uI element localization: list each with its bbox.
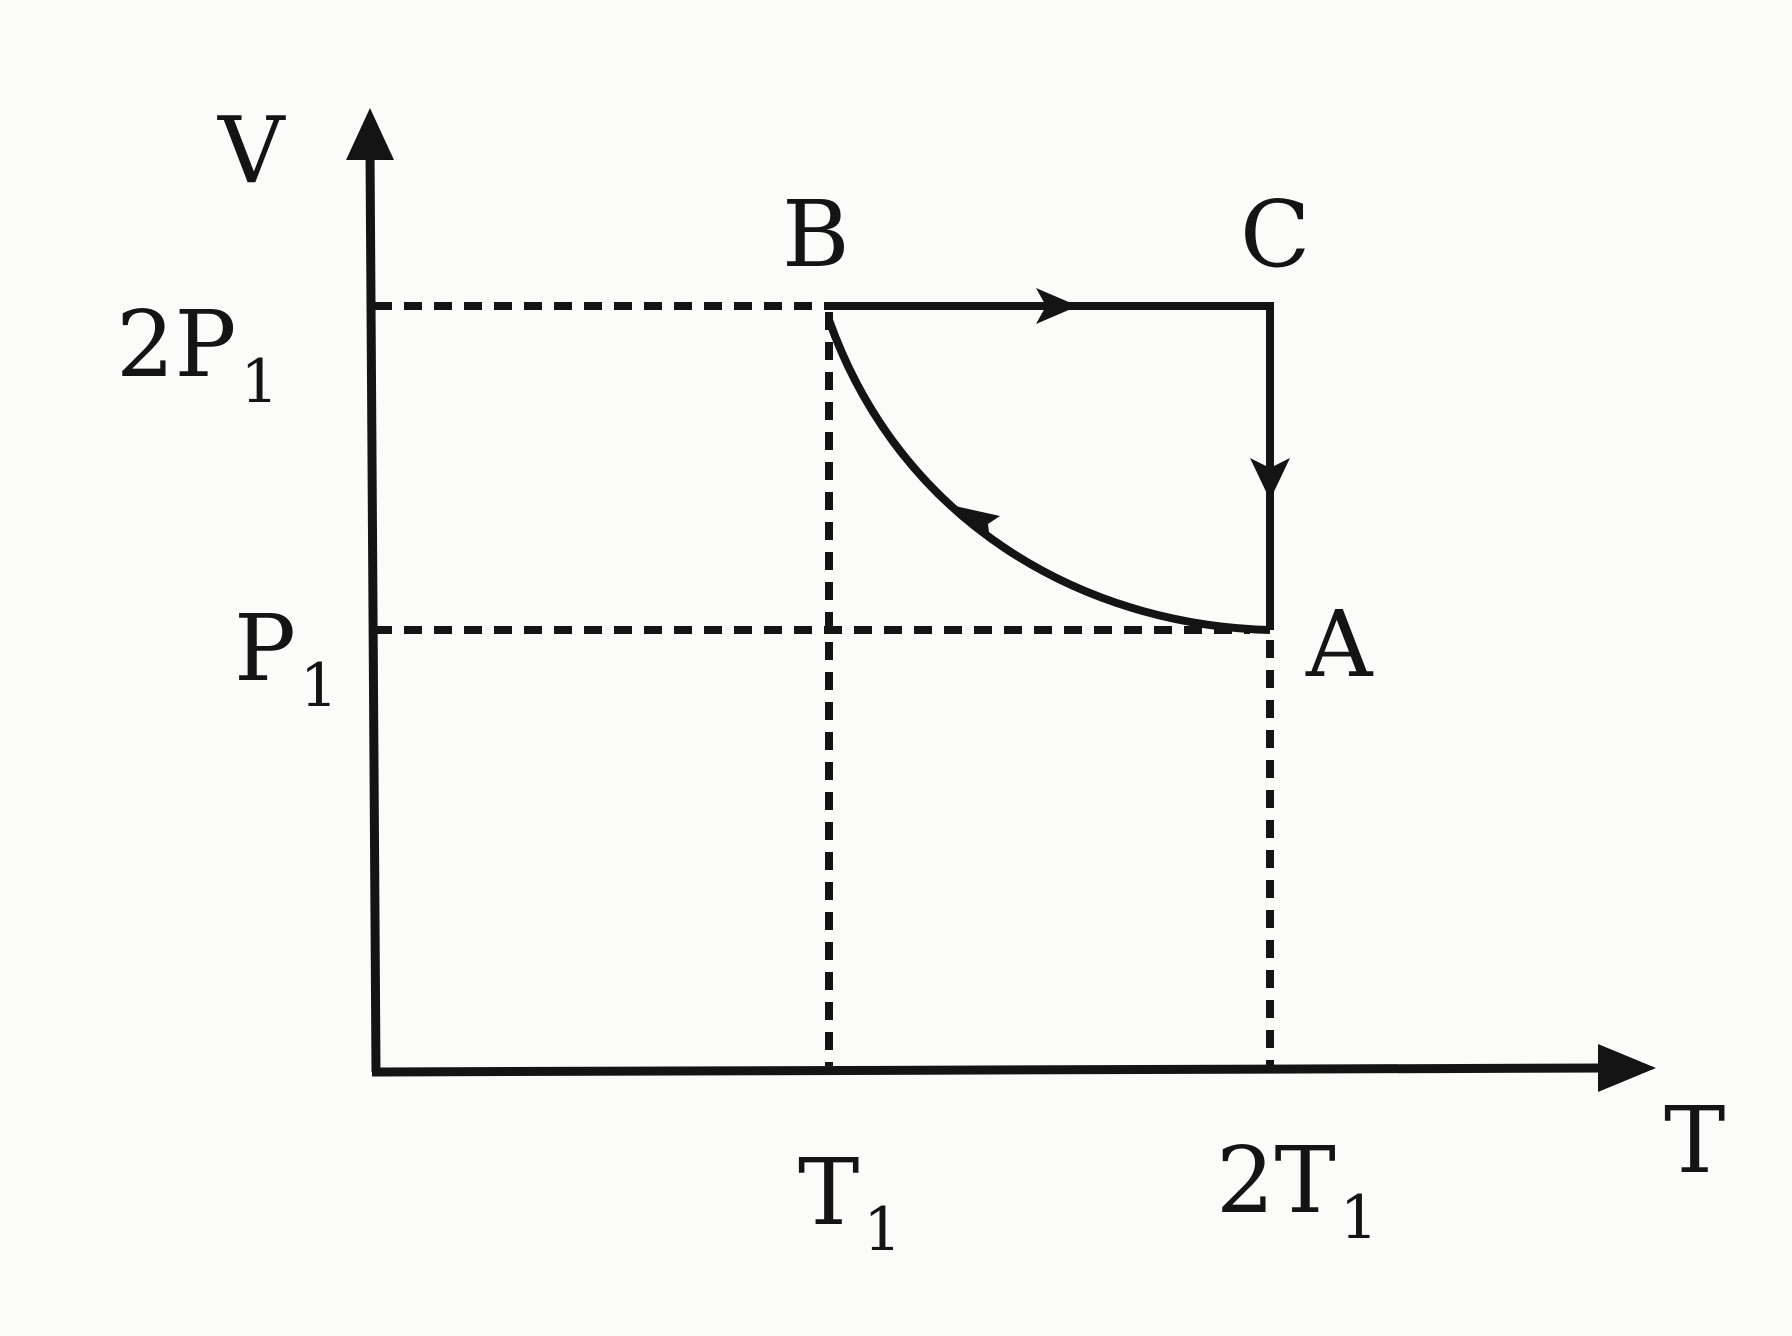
x-tick-t1: T1 [798,1139,902,1265]
arrow-c-to-a-icon [1250,458,1290,500]
y-tick-2p1: 2P1 [116,291,279,417]
point-label-b: B [782,181,850,288]
y-axis [365,149,381,1073]
x-axis [371,1063,1611,1077]
x-axis-label: T [1664,1087,1725,1194]
arrow-b-to-c-icon [1036,288,1078,324]
y-tick-p1: P1 [234,595,338,721]
path-a-to-b-curve [825,318,1271,634]
x-axis-arrow-icon [1598,1044,1656,1092]
y-axis-label: V [217,97,286,204]
x-tick-2t1: 2T1 [1216,1127,1378,1253]
point-label-a: A [1305,591,1374,698]
point-label-c: C [1240,181,1310,288]
y-axis-arrow-icon [346,108,394,160]
arrow-a-to-b-icon [955,506,1000,540]
